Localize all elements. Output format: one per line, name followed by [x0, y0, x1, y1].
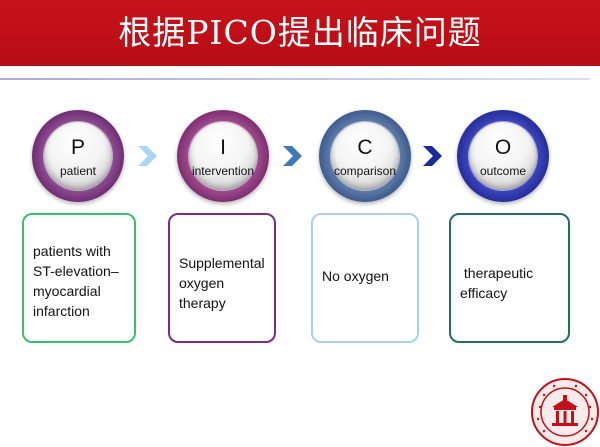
pico-letter-p: P	[70, 136, 85, 159]
circle-face	[189, 122, 257, 190]
pico-word-outcome: outcome	[479, 164, 527, 178]
pico-box-intervention: Supplemental oxygen therapy	[168, 213, 276, 343]
title-divider	[0, 78, 590, 80]
pico-word-patient: patient	[59, 164, 97, 178]
pico-letter-i: I	[220, 136, 226, 159]
pico-circle-outcome: O outcome	[457, 110, 549, 202]
box-text-outcome: therapeutic efficacy	[460, 265, 538, 301]
pico-circle-comparison: C comparison	[319, 110, 411, 202]
pico-circle-intervention: I intervention	[177, 110, 269, 202]
circle-face	[44, 122, 112, 190]
slide-title: 根据PICO提出临床问题	[118, 13, 482, 52]
pico-letter-o: O	[494, 136, 512, 159]
university-seal-logo	[531, 378, 599, 446]
pico-word-intervention: intervention	[191, 164, 255, 178]
pico-letter-c: C	[357, 136, 373, 159]
pico-circle-patient: P patient	[32, 110, 124, 202]
pico-box-patient: patients with ST-elevation–myocardial in…	[22, 213, 136, 343]
box-text-intervention: Supplemental oxygen therapy	[179, 255, 265, 311]
circle-face	[469, 122, 537, 190]
pico-box-comparison: No oxygen	[311, 213, 419, 343]
pico-box-outcome: therapeutic efficacy	[449, 213, 570, 343]
box-text-patient: patients with ST-elevation–myocardial in…	[33, 243, 119, 319]
chevron-right-icon	[138, 146, 157, 166]
chevron-right-icon	[283, 146, 302, 166]
chevron-right-icon	[423, 146, 442, 166]
circle-face	[331, 122, 399, 190]
box-text-comparison: No oxygen	[322, 268, 389, 284]
title-bar: 根据PICO提出临床问题	[0, 0, 600, 66]
pico-word-comparison: comparison	[333, 164, 397, 178]
